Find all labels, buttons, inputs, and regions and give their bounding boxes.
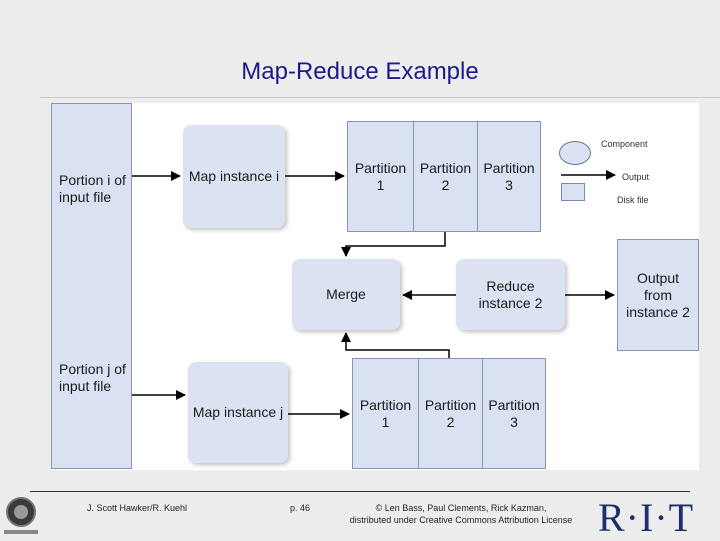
legend-component-shape [559,141,591,165]
legend-disk-label: Disk file [617,195,649,205]
footer-page-number: p. 46 [290,503,311,513]
rit-logo: R·I·T [598,495,695,540]
merge-label: Merge [326,286,366,302]
reduce-label: Reduce instance 2 [478,277,543,311]
reduce-instance-2: Reduce instance 2 [456,259,565,330]
legend: Component Output Disk file [549,121,699,207]
footer-divider [30,491,690,492]
map-instance-i: Map instance i [183,125,285,228]
bottom-partition-2-label: Partition 2 [424,396,477,430]
map-instance-j-label: Map instance j [192,404,284,420]
slide-title: Map-Reduce Example [241,58,479,85]
output-label: Output from instance 2 [626,269,690,320]
bottom-partition-3: Partition 3 [482,358,546,469]
top-partition-1-label: Partition 1 [354,159,407,193]
output-disk: Output from instance 2 [617,239,699,351]
legend-disk-shape [561,183,585,201]
top-partition-1: Partition 1 [347,121,414,232]
legend-output-label: Output [622,172,650,182]
footer-copyright-line1: © Len Bass, Paul Clements, Rick Kazman, [375,503,547,513]
top-partition-3-label: Partition 3 [483,159,535,193]
merge-component: Merge [292,259,400,330]
bottom-partition-1-label: Partition 1 [359,396,412,430]
map-instance-j: Map instance j [188,362,288,463]
arrow-top-partition-to-merge [341,232,446,257]
top-partition-2: Partition 2 [413,121,478,232]
footer-copyright-line2: distributed under Creative Commons Attri… [349,515,573,525]
input-portion-j-label: Portion j of input file [59,361,126,394]
arrow-bottom-partition-to-merge [341,332,450,358]
bottom-partition-1: Partition 1 [352,358,419,469]
seal-caption-mark [4,530,38,534]
footer-authors: J. Scott Hawker/R. Kuehl [87,503,188,513]
footer-copyright: © Len Bass, Paul Clements, Rick Kazman, … [330,502,592,526]
title-divider [40,97,720,98]
map-instance-i-label: Map instance i [188,168,280,184]
university-seal-icon [6,497,36,527]
input-file-disk: Portion i of input file Portion j of inp… [51,103,132,469]
legend-component-label: Component [601,139,648,149]
top-partition-2-label: Partition 2 [419,159,472,193]
bottom-partition-3-label: Partition 3 [488,396,540,430]
top-partition-3: Partition 3 [477,121,541,232]
input-portion-i-label: Portion i of input file [59,172,126,205]
